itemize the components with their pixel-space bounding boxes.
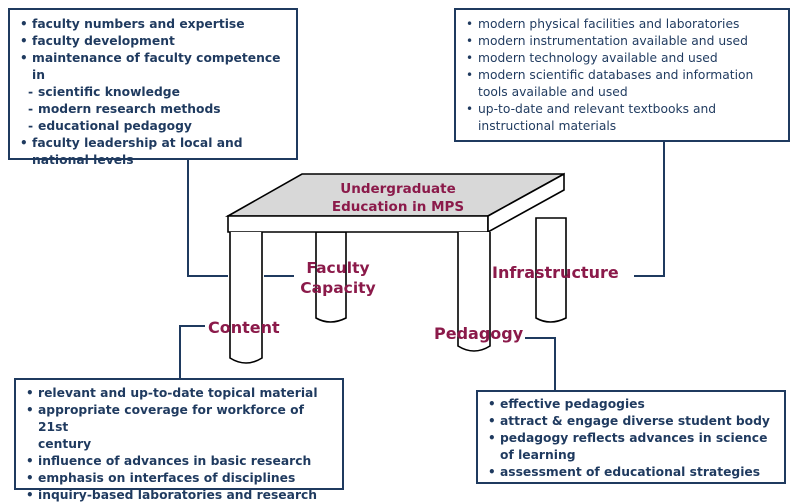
infrastructure-connector — [634, 142, 665, 277]
list-item: effective pedagogies — [486, 396, 776, 413]
list-item: educational pedagogy — [18, 118, 288, 135]
list-item: pedagogy reflects advances in science — [486, 430, 776, 447]
faculty-capacity-label-line-2: Capacity — [300, 279, 376, 297]
faculty-capacity-box: faculty numbers and expertisefaculty dev… — [8, 8, 298, 167]
infrastructure-label: Infrastructure — [492, 263, 619, 282]
list-item: modern technology available and used — [464, 50, 780, 67]
list-item: modern instrumentation available and use… — [464, 33, 780, 50]
faculty-capacity-list: faculty numbers and expertisefaculty dev… — [18, 16, 288, 169]
table-top-side-edge — [487, 172, 565, 234]
list-item: tools available and used — [478, 85, 628, 99]
pedagogy-connector — [525, 337, 556, 390]
pedagogy-list: effective pedagogiesattract & engage div… — [486, 396, 776, 481]
table-illustration — [179, 142, 665, 390]
content-box: relevant and up-to-date topical material… — [14, 378, 344, 504]
diagram: faculty numbers and expertisefaculty dev… — [0, 0, 794, 490]
table-leg-front-right — [457, 232, 491, 352]
list-item: modern scientific databases and informat… — [464, 67, 780, 84]
table-title: Undergraduate Education in MPS — [318, 180, 478, 216]
list-item: up-to-date and relevant textbooks and — [464, 101, 780, 118]
table-top — [224, 172, 565, 234]
list-item: influence of advances in basic research — [24, 453, 334, 470]
table-top-front-edge — [227, 215, 489, 233]
list-item: instructional materials — [478, 119, 617, 133]
table-leg-back-right — [535, 217, 567, 323]
list-item: relevant and up-to-date topical material — [24, 385, 334, 402]
list-item: of learning — [500, 448, 576, 462]
content-connector — [179, 325, 205, 378]
list-item: national levels — [32, 153, 134, 167]
table-leg-front-left — [229, 232, 263, 364]
list-item: attract & engage diverse student body — [486, 413, 776, 430]
infrastructure-list: modern physical facilities and laborator… — [464, 16, 780, 135]
back-legs — [315, 217, 567, 323]
content-list: relevant and up-to-date topical material… — [24, 385, 334, 504]
list-item: modern physical facilities and laborator… — [464, 16, 780, 33]
list-item: faculty leadership at local and — [18, 135, 288, 152]
faculty-connector — [187, 160, 228, 277]
faculty-capacity-label-line-1: Faculty — [306, 259, 370, 277]
list-item: emphasis on interfaces of disciplines — [24, 470, 334, 487]
connector-lines — [179, 142, 665, 390]
content-label: Content — [208, 318, 280, 337]
pedagogy-box: effective pedagogiesattract & engage div… — [476, 390, 786, 484]
list-item: faculty development — [18, 33, 288, 50]
table-title-line-1: Undergraduate — [340, 181, 456, 197]
list-item: assessment of educational strategies — [486, 464, 776, 481]
infrastructure-box: modern physical facilities and laborator… — [454, 8, 790, 142]
table-title-line-2: Education in MPS — [331, 199, 465, 215]
list-item: century — [38, 437, 92, 451]
front-legs — [229, 232, 491, 364]
list-item: scientific knowledge — [18, 84, 288, 101]
list-item: appropriate coverage for workforce of 21… — [24, 402, 334, 436]
list-item: maintenance of faculty competence in — [18, 50, 288, 84]
table-leg-back-left — [315, 231, 347, 323]
faculty-capacity-label: Faculty Capacity — [290, 258, 386, 298]
list-item: faculty numbers and expertise — [18, 16, 288, 33]
pedagogy-label: Pedagogy — [434, 324, 524, 343]
list-item: modern research methods — [18, 101, 288, 118]
